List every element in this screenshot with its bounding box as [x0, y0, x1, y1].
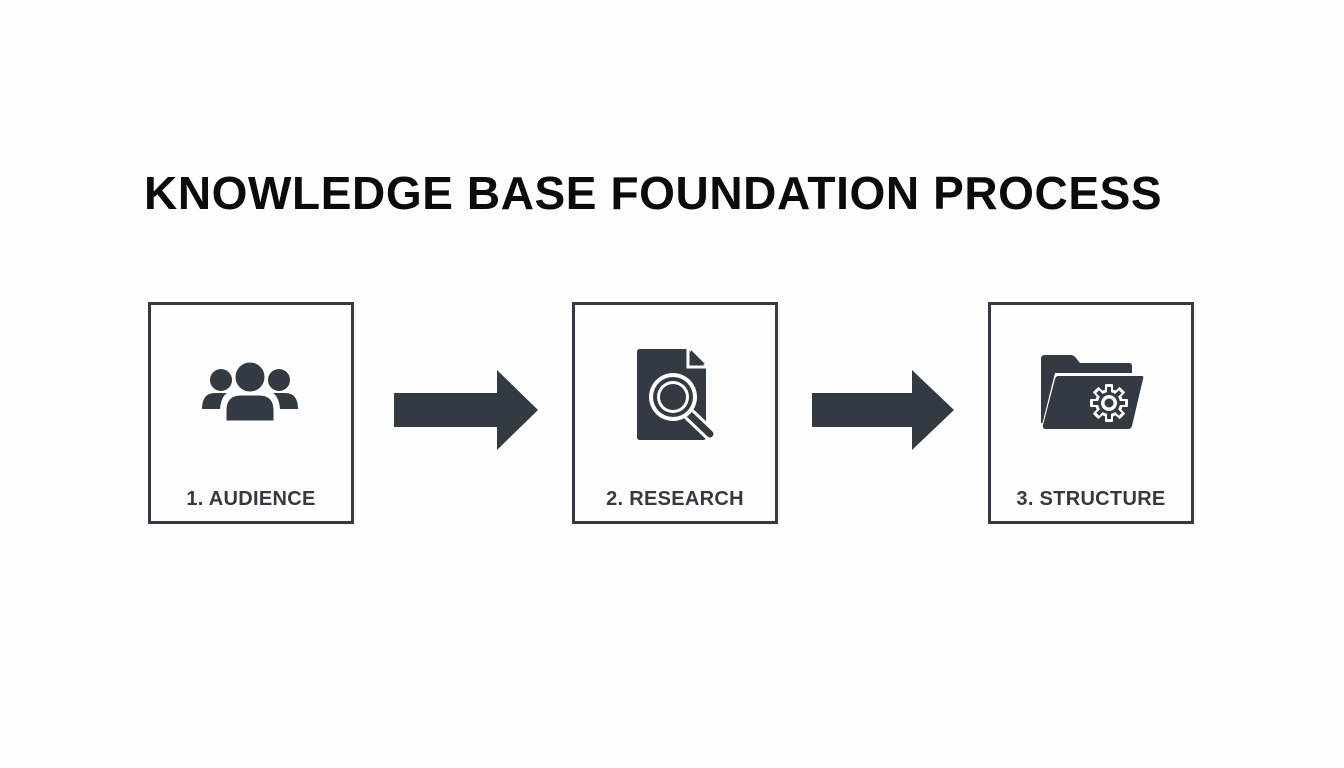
step-label: 3. STRUCTURE — [1016, 488, 1166, 510]
folder-gear-icon — [991, 305, 1191, 465]
arrow-right-icon — [394, 370, 538, 450]
step-research: 2. RESEARCH — [572, 302, 778, 524]
users-group-icon — [151, 305, 351, 465]
arrow-right-icon — [812, 370, 954, 450]
step-label: 1. AUDIENCE — [186, 488, 316, 510]
document-search-icon — [575, 305, 775, 465]
diagram-title: KNOWLEDGE BASE FOUNDATION PROCESS — [144, 167, 1163, 219]
step-structure: 3. STRUCTURE — [988, 302, 1194, 524]
step-label: 2. RESEARCH — [606, 488, 744, 510]
step-audience: 1. AUDIENCE — [148, 302, 354, 524]
